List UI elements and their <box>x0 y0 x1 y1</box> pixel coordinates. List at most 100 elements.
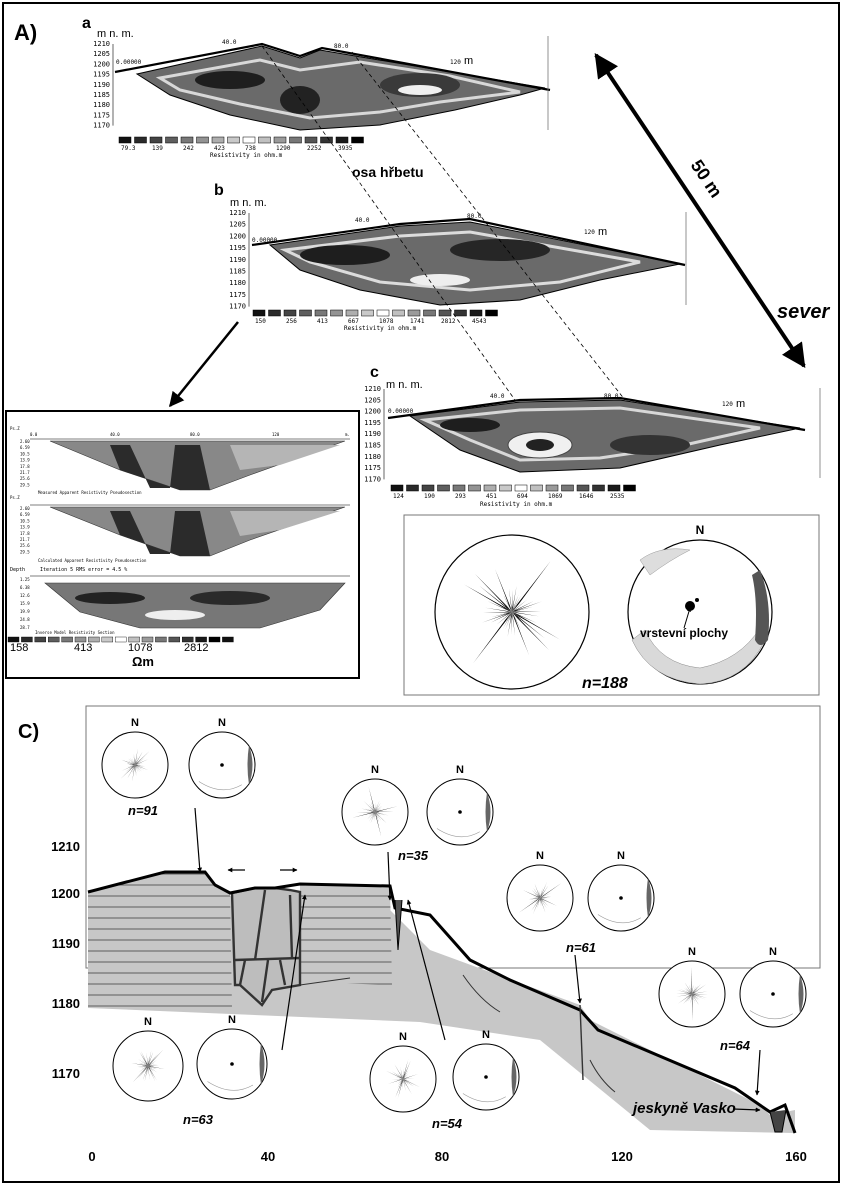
rose-petal <box>403 1077 411 1079</box>
rose-petal <box>540 898 546 913</box>
inset-tick-80-1: 80.0 <box>190 432 200 437</box>
legend-swatch <box>437 484 450 492</box>
rose-petal <box>487 601 512 612</box>
rose-petal <box>375 805 383 812</box>
north-label: N <box>456 764 464 776</box>
legend-value: 667 <box>348 318 359 325</box>
section-b-elev-unit: m n. m. <box>230 197 267 209</box>
inset-panel3-header: Iteration 5 RMS error = 4.5 % <box>40 567 127 573</box>
rose-petal <box>688 984 692 994</box>
rose-petal <box>375 812 385 816</box>
depth-tick-label: 6.59 <box>20 512 30 517</box>
stereonet-contour <box>198 781 242 791</box>
north-label: N <box>482 1029 490 1041</box>
rose-petal <box>512 601 534 612</box>
rose-petal <box>395 1079 403 1081</box>
rose-petal <box>479 585 512 612</box>
depth-tick-label: 15.9 <box>20 601 30 606</box>
section-b-topo <box>251 217 686 267</box>
inset-panel-measured: Ps.Z 0.0 40.0 80.0 120 m. 2.606.5910.513… <box>10 426 350 495</box>
rose-petal <box>692 994 700 1000</box>
legend-value: 293 <box>455 493 466 500</box>
legend-swatch <box>499 484 512 492</box>
rose-petal <box>148 1066 158 1074</box>
legend-value: 1069 <box>548 493 563 500</box>
rose-petal <box>142 1066 148 1081</box>
section-c-end-label: 120 <box>722 401 733 408</box>
north-label: N <box>131 717 139 729</box>
inset-legend-413: 413 <box>74 642 92 654</box>
legend-swatch <box>149 136 163 144</box>
stereonet-contour <box>798 974 804 1014</box>
legend-swatch <box>88 636 100 643</box>
rose-petal <box>540 892 547 898</box>
rose-petal <box>512 595 521 612</box>
legend-swatch <box>485 309 498 317</box>
inset-ps-label-2: Ps.Z <box>10 495 20 500</box>
legend-swatch <box>21 636 33 643</box>
section-a-tick-40: 40.0 <box>222 39 237 46</box>
rose-petals <box>131 1049 165 1083</box>
res2dinv-inset: Ps.Z 0.0 40.0 80.0 120 m. 2.606.5910.513… <box>5 410 360 679</box>
rose-petal <box>139 1051 148 1066</box>
rose-petals <box>386 1059 420 1099</box>
rose-petal <box>375 802 381 812</box>
legend-swatch <box>607 484 621 492</box>
rose-petal <box>692 990 700 994</box>
legend-swatch <box>421 484 435 492</box>
rose-petal <box>369 812 375 822</box>
rose-petal <box>375 812 389 816</box>
elev-tick-label: 1170 <box>229 303 246 311</box>
rose-petal <box>692 994 708 998</box>
panel-b: N vrstevní plochy n=188 <box>403 514 820 696</box>
rose-petal <box>375 800 380 812</box>
rose-petal <box>132 1066 148 1083</box>
rose-petal <box>483 611 512 613</box>
section-c-letter: c <box>370 364 379 381</box>
rose-petal <box>375 811 394 813</box>
north-label: N <box>399 1031 407 1043</box>
elev-tick-label: 1180 <box>229 279 246 287</box>
rose-petal <box>508 588 512 612</box>
station-35-count: n=35 <box>398 848 429 863</box>
legend-swatch <box>423 309 436 317</box>
rose-petals <box>518 882 562 914</box>
stereonet-contour <box>207 1081 254 1091</box>
stereonet-contour <box>597 914 641 924</box>
rose-petal <box>692 985 697 994</box>
scale-label: 50 m <box>687 156 727 201</box>
depth-tick-label: 29.5 <box>20 482 30 487</box>
rose-petals <box>352 787 398 837</box>
inset-legend-2812: 2812 <box>184 642 208 654</box>
rose-petal <box>692 984 694 994</box>
rose-petal <box>512 599 528 612</box>
rose-petal <box>148 1049 164 1066</box>
legend-value: 2252 <box>307 145 322 152</box>
rose-petal <box>684 982 692 994</box>
rose-petal <box>356 811 375 813</box>
rose-petal <box>532 896 540 898</box>
legend-swatch <box>304 136 318 144</box>
section-a-start-label: 0.00000 <box>116 59 142 66</box>
rose-petal <box>512 586 517 612</box>
section-b-anomaly-2 <box>450 239 550 261</box>
rose-petal <box>367 812 375 816</box>
depth-tick-label: 25.6 <box>20 543 30 548</box>
rose-petal <box>403 1079 406 1091</box>
legend-swatch <box>155 636 167 643</box>
section-c-tick-40: 40.0 <box>490 393 505 400</box>
panel-c-letter: C) <box>18 721 39 743</box>
rose-petal <box>528 898 540 904</box>
karst-blocks <box>234 889 301 1003</box>
north-label: N <box>144 1016 152 1028</box>
station-61-count: n=61 <box>566 940 596 955</box>
section-a-legend-title: Resistivity in ohm.m <box>210 152 283 159</box>
rose-petal <box>512 612 522 630</box>
section-a-elev-unit: m n. m. <box>97 28 134 40</box>
rose-petal <box>127 765 135 779</box>
legend-swatch <box>211 136 225 144</box>
rose-petal <box>395 1079 403 1098</box>
